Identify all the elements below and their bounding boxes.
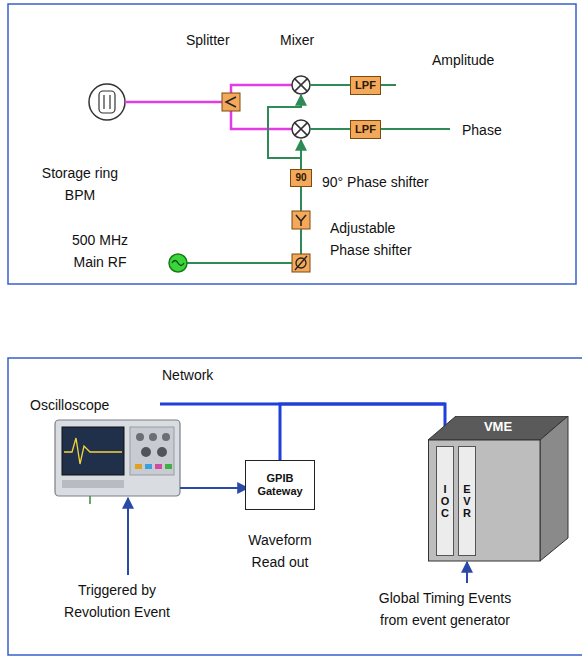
diagram-label: 500 MHz Main RF bbox=[64, 229, 136, 273]
splitter-symbol bbox=[226, 97, 236, 107]
oscilloscope-picture bbox=[157, 447, 167, 457]
signal-arrow bbox=[180, 487, 248, 489]
signal-wire bbox=[268, 95, 301, 158]
oscilloscope-picture bbox=[162, 433, 170, 441]
diagram-label: Network bbox=[162, 364, 213, 386]
oscilloscope-picture bbox=[64, 438, 122, 464]
signal-wire bbox=[310, 84, 352, 86]
signal-wire bbox=[187, 85, 450, 263]
power-splitter-symbol bbox=[292, 211, 310, 229]
panel-border bbox=[8, 4, 576, 284]
oscilloscope-picture bbox=[55, 420, 180, 504]
phase-shifter-box: 90 bbox=[290, 169, 312, 187]
rf-source-symbol bbox=[172, 261, 184, 266]
diagram-label: Triggered by Revolution Event bbox=[55, 579, 179, 623]
diagram-label: Adjustable Phase shifter bbox=[330, 217, 430, 261]
node-text: LPF bbox=[355, 79, 376, 92]
oscilloscope-picture bbox=[55, 420, 180, 496]
crate-side-face bbox=[540, 416, 568, 561]
splitter-symbol bbox=[222, 93, 240, 111]
oscilloscope-picture bbox=[62, 427, 124, 475]
diagram-label: Splitter bbox=[186, 29, 230, 51]
rf-source-symbol bbox=[169, 254, 187, 272]
oscilloscope-picture bbox=[165, 464, 172, 469]
low-pass-filter-box: LPF bbox=[350, 120, 381, 139]
diagram-label: Phase bbox=[462, 119, 502, 141]
oscilloscope-picture bbox=[141, 447, 151, 457]
oscilloscope-picture bbox=[62, 480, 124, 488]
diagram-label: Oscilloscope bbox=[30, 394, 109, 416]
diagram-label: 90° Phase shifter bbox=[322, 171, 429, 193]
crate-card: IOC bbox=[436, 446, 454, 556]
oscilloscope-picture bbox=[135, 464, 142, 469]
vme-crate: VME IOC EVR bbox=[428, 416, 570, 562]
diagram-label: Mixer bbox=[280, 29, 314, 51]
mixer-symbol bbox=[295, 79, 308, 92]
node-text: GPIB Gateway bbox=[246, 472, 314, 498]
mixer-symbol bbox=[292, 120, 310, 138]
crate-card: EVR bbox=[458, 446, 476, 556]
bpm-icon bbox=[89, 84, 125, 120]
rf-cable bbox=[231, 85, 292, 93]
signal-wire bbox=[300, 187, 302, 211]
node-text: LPF bbox=[355, 123, 376, 136]
adjustable-phase-shifter-symbol bbox=[295, 256, 307, 270]
signal-arrow bbox=[127, 498, 129, 575]
splitter-symbol bbox=[222, 93, 240, 111]
signal-wire bbox=[310, 128, 352, 130]
diagram-label: Global Timing Events from event generato… bbox=[370, 587, 520, 631]
diagram-label: Amplitude bbox=[432, 49, 494, 71]
oscilloscope-picture bbox=[130, 427, 174, 475]
node-text: IOC bbox=[440, 483, 451, 519]
oscilloscope-picture bbox=[145, 464, 152, 469]
power-splitter-symbol bbox=[296, 215, 306, 226]
oscilloscope-picture bbox=[136, 433, 144, 441]
oscilloscope-picture bbox=[89, 496, 91, 504]
diagram-label: Storage ring BPM bbox=[35, 162, 125, 206]
adjustable-phase-shifter-symbol bbox=[292, 254, 310, 272]
mixer-symbol bbox=[295, 123, 308, 136]
bpm-icon bbox=[103, 95, 104, 109]
power-splitter-symbol bbox=[292, 211, 310, 229]
rf-source-symbol bbox=[169, 254, 187, 272]
oscilloscope-picture bbox=[155, 464, 162, 469]
node-text: EVR bbox=[462, 483, 473, 519]
network-link bbox=[280, 404, 445, 460]
signal-wire bbox=[300, 140, 302, 169]
rf-cable bbox=[125, 101, 222, 104]
bpm-icon bbox=[89, 84, 125, 120]
bpm-icon bbox=[109, 95, 110, 109]
panel-border bbox=[8, 358, 582, 655]
node-text: 90 bbox=[295, 172, 306, 184]
signal-wire bbox=[378, 128, 450, 130]
bpm-icon bbox=[99, 91, 115, 113]
rf-cable bbox=[231, 111, 292, 129]
gateway-box: GPIB Gateway bbox=[245, 460, 315, 510]
mixer-symbol bbox=[292, 76, 310, 94]
node-text: VME bbox=[456, 419, 540, 435]
oscilloscope-picture bbox=[149, 433, 157, 441]
crate-front-face bbox=[429, 440, 541, 561]
signal-wire bbox=[187, 262, 292, 264]
adjustable-phase-shifter-symbol bbox=[292, 254, 310, 272]
signal-arrow bbox=[466, 562, 468, 583]
low-pass-filter-box: LPF bbox=[350, 76, 381, 95]
signal-wire bbox=[300, 229, 302, 254]
panel-border bbox=[8, 4, 582, 655]
diagram-label: Waveform Read out bbox=[240, 529, 320, 573]
rf-cable bbox=[125, 85, 292, 129]
